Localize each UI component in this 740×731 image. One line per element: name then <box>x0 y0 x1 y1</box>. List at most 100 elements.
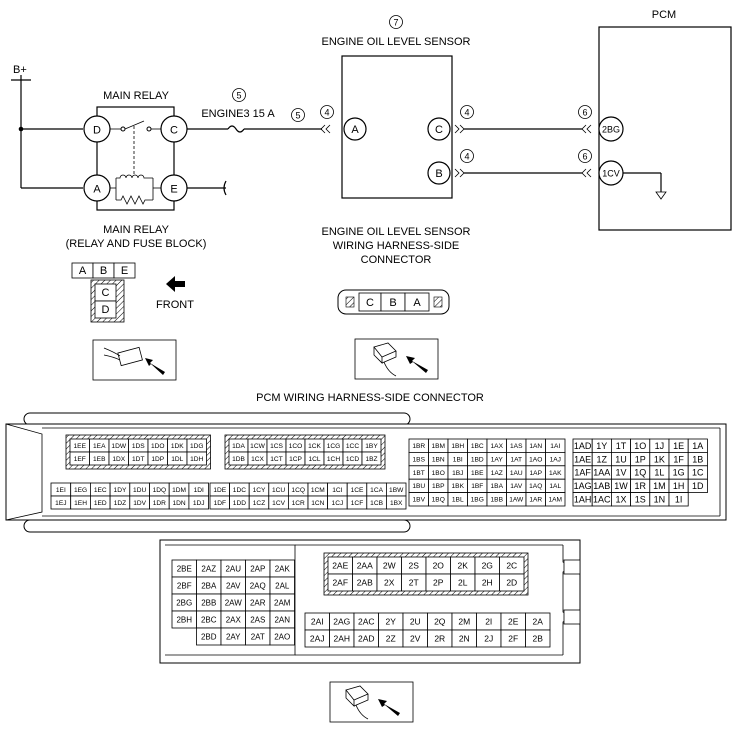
pcm-pin-2a: 2A <box>525 612 551 631</box>
svg-text:1BX: 1BX <box>390 500 403 507</box>
wire-break <box>223 180 227 196</box>
svg-text:1BQ: 1BQ <box>432 497 445 504</box>
svg-text:1DM: 1DM <box>172 487 186 494</box>
pcm-pin-1br: 1BR <box>408 438 429 453</box>
callout-4: 4 <box>460 105 474 119</box>
pcm-pin-1s: 1S <box>630 492 651 507</box>
relay-connector-face: A B E C D <box>71 262 136 323</box>
pcm-pin-2x: 2X <box>376 573 402 592</box>
pcm-pin-2af: 2AF <box>327 573 353 592</box>
sensor-terminal-b: B <box>427 161 451 185</box>
svg-text:1X: 1X <box>615 494 626 504</box>
pcm-pin-2bd: 2BD <box>196 627 222 646</box>
svg-text:1CM: 1CM <box>311 487 325 494</box>
svg-text:2AP: 2AP <box>250 564 265 573</box>
svg-text:1AM: 1AM <box>548 497 562 504</box>
pcm-pin-2s: 2S <box>401 556 427 575</box>
svg-text:1AN: 1AN <box>529 443 542 450</box>
pcm-pin-1e: 1E <box>668 438 689 453</box>
relay-terminal-d: D <box>83 115 111 143</box>
svg-text:2BH: 2BH <box>176 615 192 624</box>
pcm-pin-1x: 1X <box>611 492 632 507</box>
pcm-pin-2as: 2AS <box>245 610 271 629</box>
pcm-pin-1df: 1DF <box>209 495 231 510</box>
pcm-pin-2bb: 2BB <box>196 593 222 612</box>
pcm-pin-1v: 1V <box>611 465 632 480</box>
pcm-pin-1db: 1DB <box>228 451 249 466</box>
svg-text:2J: 2J <box>484 633 493 643</box>
pcm-pin-2aj: 2AJ <box>304 629 330 648</box>
pcm-pin-1cb: 1CB <box>366 495 387 510</box>
svg-text:D: D <box>102 304 110 316</box>
svg-text:1M: 1M <box>653 481 666 491</box>
svg-text:1I: 1I <box>675 494 683 504</box>
sensor-box <box>341 55 453 199</box>
callout-5: 5 <box>291 108 305 122</box>
svg-text:4: 4 <box>324 108 329 118</box>
svg-text:4: 4 <box>464 152 469 162</box>
svg-text:2AE: 2AE <box>332 560 348 570</box>
pcm-pin-2bg: 2BG <box>171 593 197 612</box>
svg-text:1DY: 1DY <box>114 487 127 494</box>
svg-text:1AX: 1AX <box>491 443 504 450</box>
svg-text:4: 4 <box>464 108 469 118</box>
pcm-pin-1cd: 1CD <box>342 451 363 466</box>
pcm-pin-1dw: 1DW <box>108 438 129 453</box>
svg-text:1G: 1G <box>673 468 685 478</box>
pcm-pin-1dz: 1DZ <box>109 495 131 510</box>
connector-view-icon <box>92 339 177 381</box>
svg-text:1DR: 1DR <box>153 500 166 507</box>
svg-text:2AY: 2AY <box>226 632 241 641</box>
svg-text:2BC: 2BC <box>201 615 217 624</box>
pcm-pin-1ed: 1ED <box>90 495 111 510</box>
svg-text:6: 6 <box>582 152 587 162</box>
pcm-pin-1ct: 1CT <box>266 451 287 466</box>
sensor-connector-face: C B A <box>337 289 450 315</box>
svg-text:1DB: 1DB <box>232 456 245 463</box>
svg-text:1AS: 1AS <box>510 443 523 450</box>
svg-text:1BK: 1BK <box>452 483 465 490</box>
svg-text:1AW: 1AW <box>509 497 524 504</box>
pcm-pin-2b: 2B <box>525 629 551 648</box>
svg-text:1A: 1A <box>692 441 703 451</box>
pcm-pin-1ef: 1EF <box>69 451 90 466</box>
pcm-pin-1bl: 1BL <box>447 492 468 507</box>
pcm-pin-1de: 1DE <box>209 482 231 497</box>
pcm-pin-1bs: 1BS <box>408 451 429 467</box>
pcm-pin-1bz: 1BZ <box>361 451 382 466</box>
pcm-pin-2z: 2Z <box>378 629 404 648</box>
svg-text:1DQ: 1DQ <box>153 487 167 494</box>
svg-text:2A: 2A <box>533 616 544 626</box>
svg-text:1BL: 1BL <box>452 497 464 504</box>
pcm-pin-1d: 1D <box>687 478 708 494</box>
pcm-pin-2bf: 2BF <box>171 576 197 595</box>
pcm-pin-1aa: 1AA <box>591 465 612 480</box>
pcm-terminal-1cv: 1CV <box>598 160 624 186</box>
svg-text:1AC: 1AC <box>593 494 611 504</box>
callout-6: 6 <box>578 149 592 163</box>
svg-text:1P: 1P <box>635 454 646 464</box>
pcm-pin-2n: 2N <box>451 629 477 648</box>
pcm-pin-1u: 1U <box>611 451 632 467</box>
svg-text:2B: 2B <box>533 633 544 643</box>
pcm-pin-1cr: 1CR <box>287 495 309 510</box>
svg-text:1BA: 1BA <box>491 483 504 490</box>
svg-text:1CH: 1CH <box>327 456 340 463</box>
pcm-pin-2be: 2BE <box>171 559 197 578</box>
svg-text:C: C <box>435 124 443 136</box>
pcm-pin-2l: 2L <box>450 573 476 592</box>
svg-text:1CG: 1CG <box>327 443 341 450</box>
pcm-pin-1da: 1DA <box>228 438 249 453</box>
pcm-pin-2bc: 2BC <box>196 610 222 629</box>
pcm-pin-2v: 2V <box>402 629 428 648</box>
connector-mark <box>320 124 331 134</box>
callout-5: 5 <box>232 88 246 102</box>
pcm-pin-2ar: 2AR <box>245 593 271 612</box>
connector-view-icon <box>329 681 414 723</box>
svg-text:1CJ: 1CJ <box>332 500 344 507</box>
svg-text:1CI: 1CI <box>332 487 342 494</box>
svg-text:1L: 1L <box>654 468 664 478</box>
svg-text:1AL: 1AL <box>549 483 561 490</box>
svg-text:D: D <box>93 125 101 137</box>
pcm-pin-1ak: 1AK <box>545 465 566 480</box>
